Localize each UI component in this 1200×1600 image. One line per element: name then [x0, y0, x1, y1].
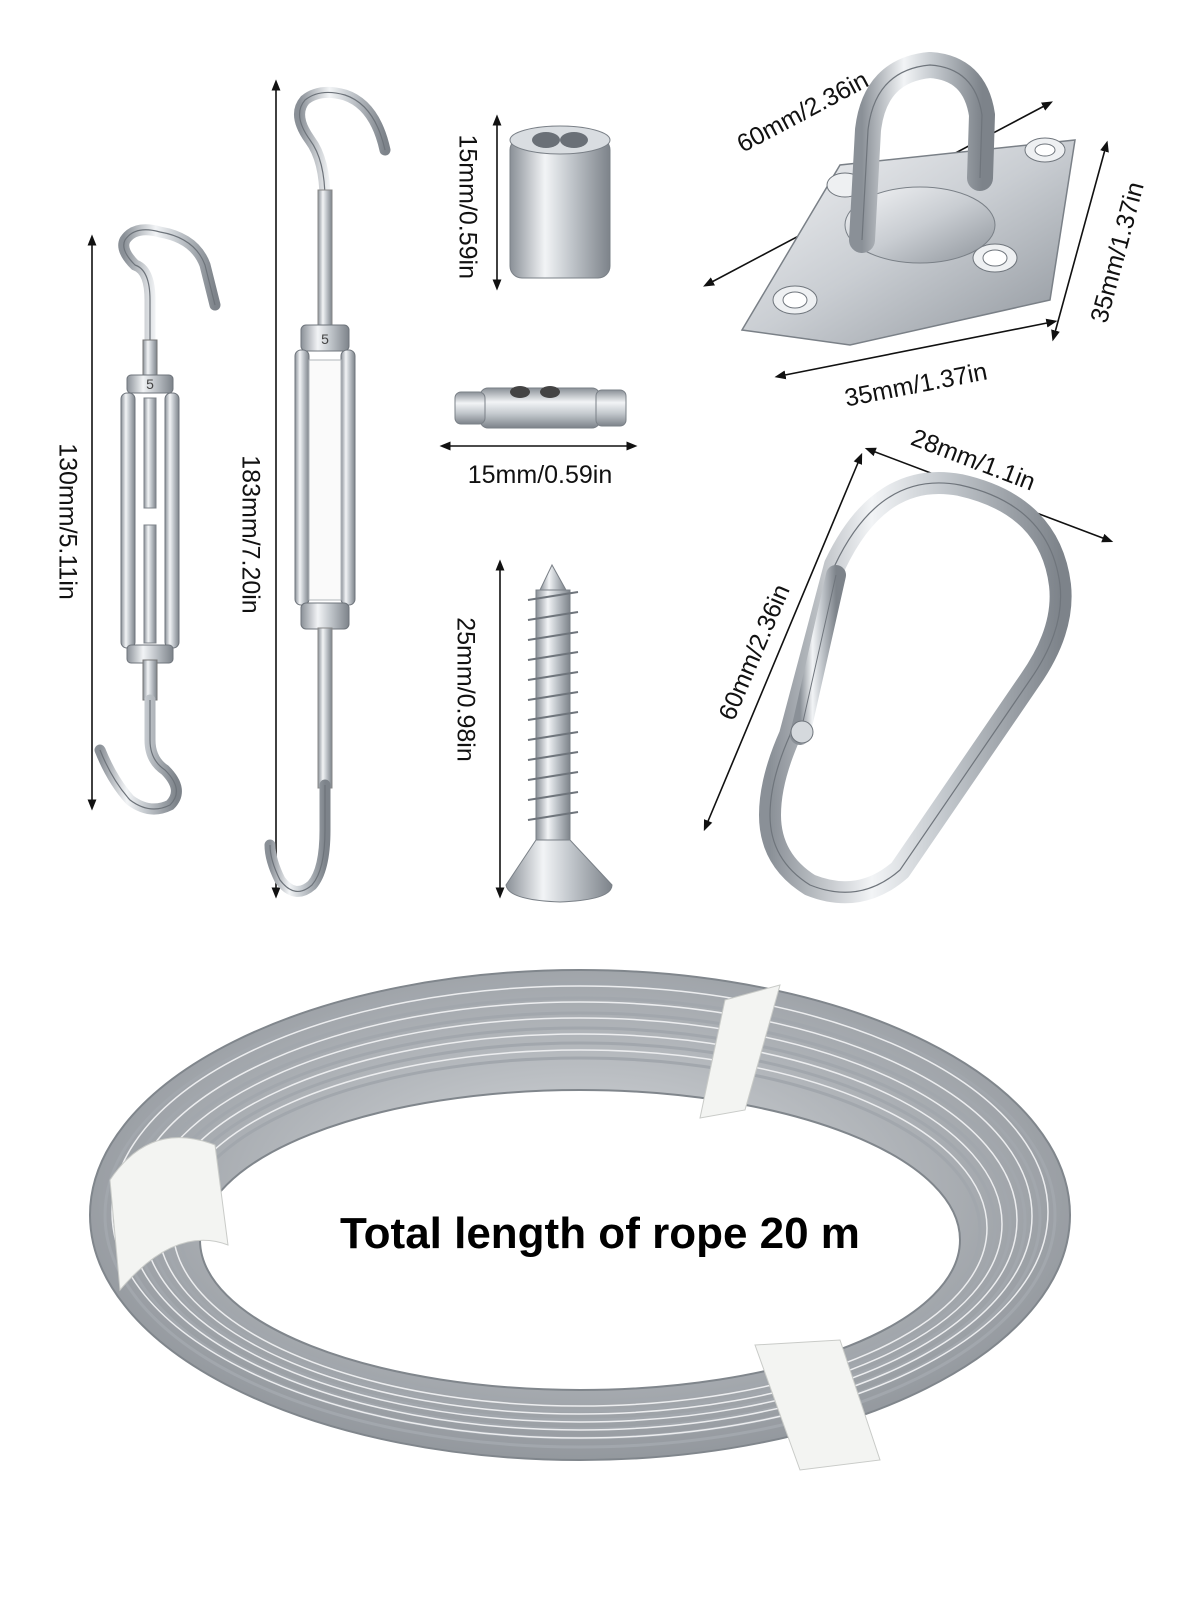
carabiner: [759, 471, 1072, 904]
dimension-line-pad-side-h: [774, 318, 1058, 380]
rope-length-caption: Total length of rope 20 m: [340, 1209, 860, 1258]
pad-eye-plate: [740, 51, 1076, 346]
label-screw-length: 25mm/0.98in: [451, 617, 480, 762]
cable-tie: [754, 1339, 881, 1471]
bottom-hook: [94, 694, 182, 815]
small-turnbuckle: 5: [94, 224, 221, 815]
top-hook: [294, 86, 391, 331]
dimension-line-carabiner-length: [703, 452, 863, 832]
ferrule: [509, 125, 611, 279]
label-ferrule-height: 15mm/0.59in: [453, 134, 482, 280]
cable-clamp: [454, 386, 627, 429]
large-turnbuckle: 5: [264, 86, 391, 897]
wire-rope-coil: [89, 969, 1071, 1471]
turnbuckle-marking: 5: [146, 376, 154, 392]
cable-tie: [109, 1137, 229, 1292]
screw: [505, 563, 613, 903]
label-small-turnbuckle-length: 130mm/5.11in: [53, 443, 82, 600]
top-hook: [118, 224, 221, 351]
turnbuckle-marking-large: 5: [321, 331, 329, 347]
label-clamp-width: 15mm/0.59in: [467, 461, 613, 489]
screw-threads: [527, 591, 579, 821]
label-large-turnbuckle-length: 183mm/7.20in: [236, 455, 265, 614]
screw-head: [505, 839, 613, 903]
dimension-line-pad-side-v: [1051, 140, 1109, 342]
cable-tie: [699, 984, 781, 1119]
